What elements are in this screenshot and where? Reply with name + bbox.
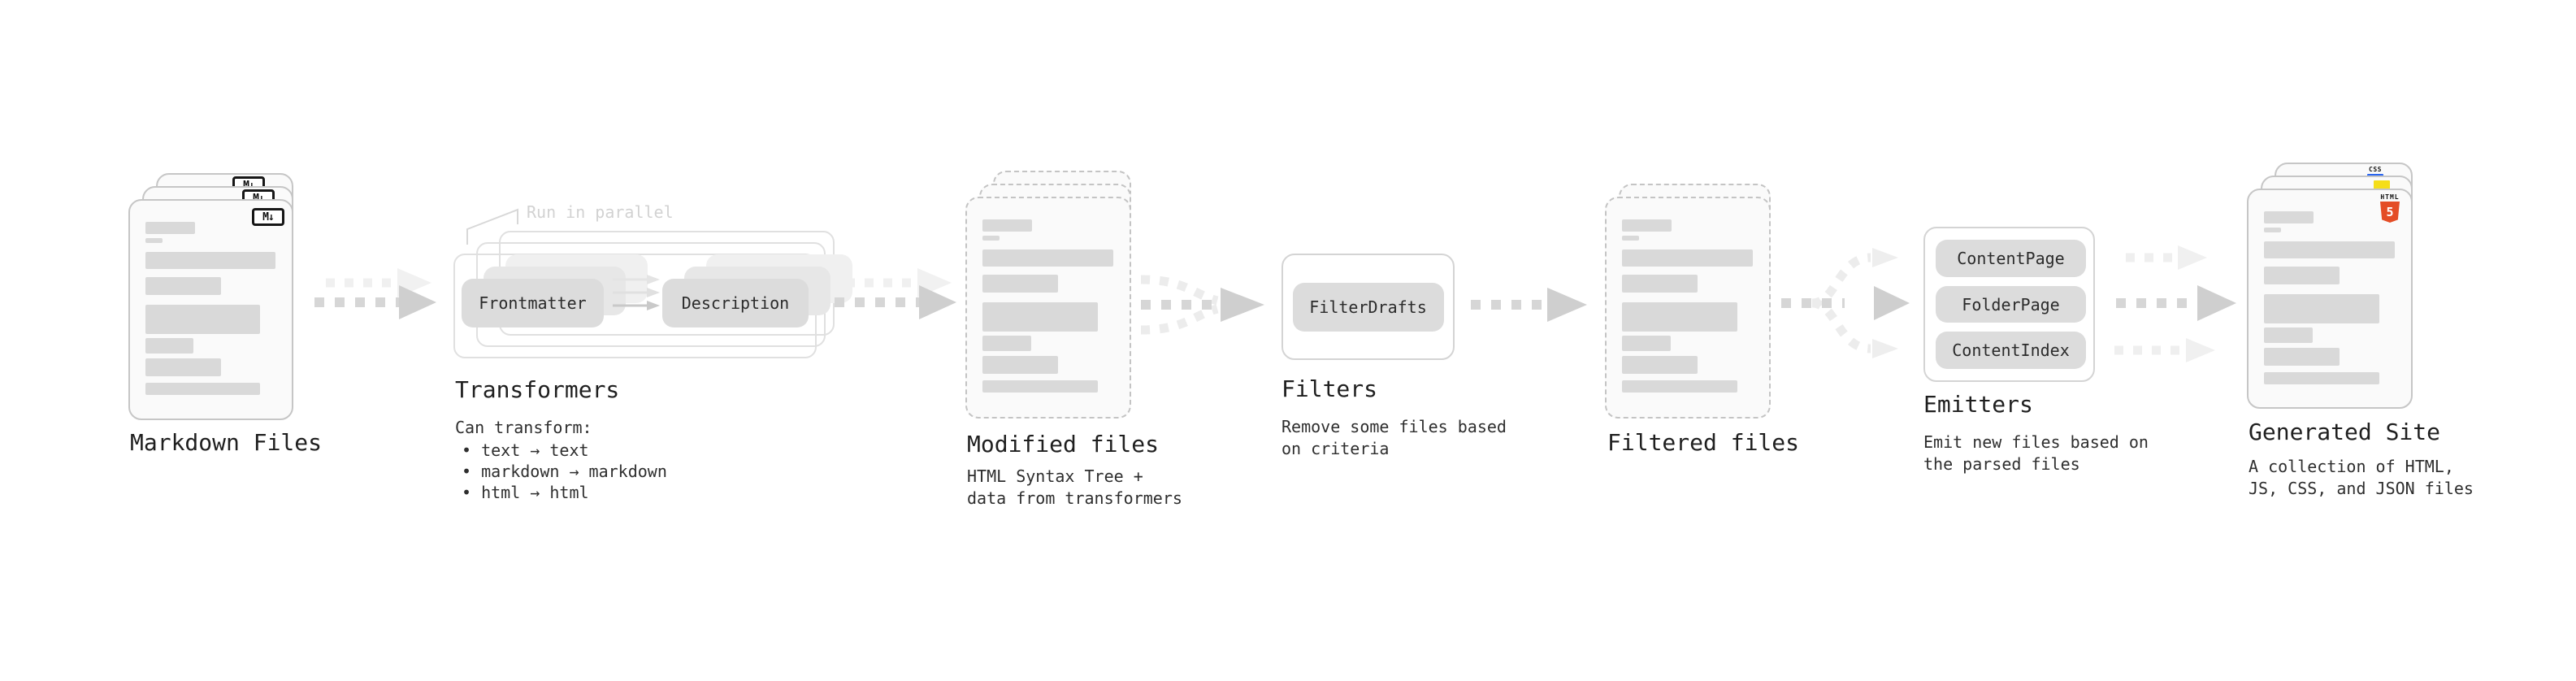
html5-icon-shield: 5 — [2380, 202, 2400, 223]
bullet-item: • markdown → markdown — [462, 462, 667, 481]
placeholder-bar — [982, 275, 1059, 293]
placeholder-bar — [982, 302, 1098, 332]
desc-line: HTML Syntax Tree + — [967, 466, 1143, 486]
transformer-box-frontmatter: Frontmatter — [462, 279, 604, 327]
stage-label-filtered-files: Filtered files — [1607, 429, 1800, 456]
stage-label-generated-site: Generated Site — [2249, 419, 2441, 445]
flow-arrow-merge-to-filters — [1140, 275, 1264, 335]
modified-files-desc: HTML Syntax Tree + data from transformer… — [967, 466, 1182, 510]
placeholder-bar — [145, 277, 221, 295]
placeholder-bar — [2264, 327, 2313, 343]
note-callout-line — [466, 208, 518, 245]
run-in-parallel-note: Run in parallel — [527, 202, 674, 222]
desc-line: on criteria — [1281, 439, 1390, 458]
placeholder-bar — [982, 249, 1113, 267]
placeholder-bar — [982, 236, 1000, 241]
placeholder-bar — [145, 252, 275, 269]
css-icon: CSS — [2367, 167, 2383, 176]
css-icon-label: CSS — [2369, 166, 2382, 173]
placeholder-bar — [2264, 211, 2314, 223]
placeholder-bar — [2264, 228, 2281, 232]
placeholder-bar — [145, 305, 260, 334]
markdown-icon: M↓ — [252, 208, 284, 226]
filters-desc: Remove some files based on criteria — [1281, 416, 1507, 460]
emitter-box-folderpage: FolderPage — [1936, 285, 2086, 323]
placeholder-bar — [982, 380, 1098, 393]
filters-box: FilterDrafts — [1281, 254, 1455, 360]
placeholder-bar — [1622, 356, 1698, 374]
placeholder-bar — [145, 238, 163, 243]
placeholder-bar — [1622, 236, 1639, 241]
flow-arrows-emitters-to-site — [2114, 245, 2236, 362]
emitter-box-contentindex: ContentIndex — [1936, 332, 2086, 370]
bullet-item: • html → html — [462, 483, 589, 502]
html5-icon-label: HTML — [2380, 193, 2400, 201]
desc-line: Remove some files based — [1281, 417, 1507, 436]
emitters-box: ContentPage FolderPage ContentIndex — [1923, 227, 2095, 382]
emitter-box-contentpage: ContentPage — [1936, 240, 2086, 277]
filter-box-filterdrafts: FilterDrafts — [1292, 282, 1444, 332]
placeholder-bar — [145, 338, 194, 354]
document-placeholder-text — [1622, 219, 1753, 393]
markdown-file-card: M↓ — [128, 199, 293, 420]
desc-line: Emit new files based on — [1923, 432, 2149, 452]
flow-arrow-split-to-emitters — [1781, 248, 1910, 358]
stage-label-markdown-files: Markdown Files — [130, 429, 323, 456]
placeholder-bar — [2264, 267, 2340, 284]
stage-title-filters: Filters — [1281, 375, 1378, 402]
css-icon-underline — [2367, 174, 2383, 176]
stage-label-modified-files: Modified files — [967, 431, 1160, 458]
placeholder-bar — [1622, 219, 1672, 232]
placeholder-bar — [982, 219, 1033, 232]
transformers-intro: Can transform: — [455, 418, 592, 437]
placeholder-bar — [2264, 372, 2379, 384]
stage-title-transformers: Transformers — [455, 376, 620, 403]
placeholder-bar — [1622, 275, 1698, 293]
document-placeholder-text — [982, 219, 1113, 393]
desc-line: data from transformers — [967, 488, 1182, 508]
placeholder-bar — [2264, 348, 2340, 366]
stage-title-emitters: Emitters — [1923, 391, 2033, 418]
flow-arrow-transformers-to-modified — [835, 268, 956, 319]
bullet-item: • text → text — [462, 440, 589, 460]
placeholder-bar — [145, 383, 260, 395]
placeholder-bar — [1622, 380, 1737, 393]
filtered-file-card — [1605, 197, 1771, 419]
flow-arrow-markdown-to-transformers — [314, 268, 436, 319]
placeholder-bar — [982, 336, 1031, 351]
document-placeholder-text — [2264, 211, 2395, 384]
transformer-inner-arrows — [613, 275, 660, 310]
placeholder-bar — [2264, 241, 2395, 258]
generated-site-desc: A collection of HTML, JS, CSS, and JSON … — [2249, 456, 2474, 500]
generated-file-card-html: HTML 5 — [2247, 189, 2413, 409]
placeholder-bar — [145, 358, 221, 376]
placeholder-bar — [1622, 302, 1737, 332]
transformer-box-description: Description — [662, 279, 809, 327]
placeholder-bar — [145, 222, 195, 234]
placeholder-bar — [1622, 336, 1671, 351]
emitters-desc: Emit new files based on the parsed files — [1923, 432, 2149, 475]
document-placeholder-text — [145, 222, 275, 395]
placeholder-bar — [2264, 294, 2379, 323]
transformers-bullets: • text → text • markdown → markdown • ht… — [462, 440, 667, 503]
desc-line: A collection of HTML, — [2249, 457, 2454, 476]
html5-icon: HTML 5 — [2379, 194, 2401, 223]
desc-line: JS, CSS, and JSON files — [2249, 479, 2474, 498]
flow-arrow-filters-to-filtered — [1471, 288, 1587, 322]
modified-file-card — [965, 197, 1131, 419]
placeholder-bar — [982, 356, 1059, 374]
desc-line: the parsed files — [1923, 454, 2080, 474]
placeholder-bar — [1622, 249, 1753, 267]
